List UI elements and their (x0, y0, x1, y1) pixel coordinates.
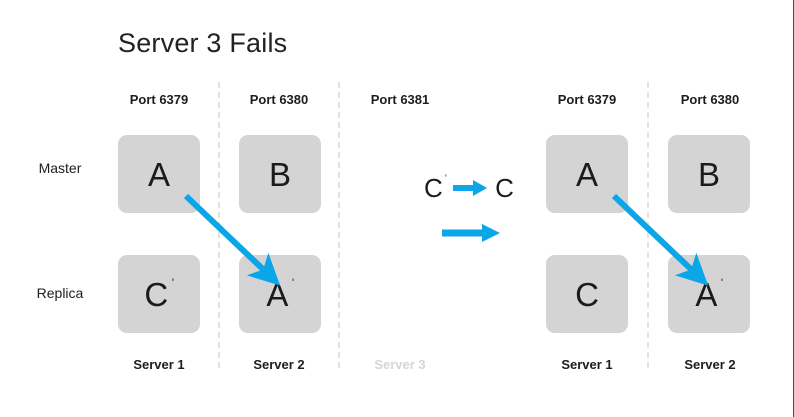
port-label-col-2: Port 6380 (249, 92, 309, 107)
column-divider-1 (218, 82, 220, 368)
node-label: B (697, 155, 720, 193)
server-label-col-1: Server 1 (133, 357, 185, 372)
node-label: A (147, 155, 170, 193)
legend-replication-mapping: Cˈ C (424, 172, 514, 203)
page-title: Server 3 Fails (118, 28, 288, 58)
server-label-col-2: Server 2 (253, 357, 305, 372)
legend-to-label: C (495, 173, 514, 203)
port-label-col-5: Port 6380 (680, 92, 740, 107)
port-label-col-3: Port 6381 (370, 92, 430, 107)
node-left-master-1[interactable]: A (118, 135, 200, 213)
port-label-col-1: Port 6379 (129, 92, 189, 107)
row-label-master: Master (38, 160, 82, 176)
node-label: B (268, 155, 291, 193)
legend-from-label: Cˈ (424, 172, 449, 203)
node-right-master-1[interactable]: A (546, 135, 628, 213)
row-label-replica: Replica (36, 285, 84, 301)
node-right-replica-1[interactable]: C (546, 255, 628, 333)
column-divider-3 (647, 82, 649, 368)
legend-plain-arrow (440, 222, 504, 244)
node-label: C (575, 275, 599, 313)
node-label: A (575, 155, 598, 193)
node-right-master-2[interactable]: B (668, 135, 750, 213)
server-label-col-5: Server 2 (684, 357, 736, 372)
right-arrow-icon (453, 180, 488, 196)
right-arrow-icon (442, 224, 500, 242)
port-label-col-4: Port 6379 (557, 92, 617, 107)
server-label-col-4: Server 1 (561, 357, 613, 372)
node-left-master-2[interactable]: B (239, 135, 321, 213)
server-label-col-3: Server 3 (374, 357, 426, 372)
column-divider-2 (338, 82, 340, 368)
